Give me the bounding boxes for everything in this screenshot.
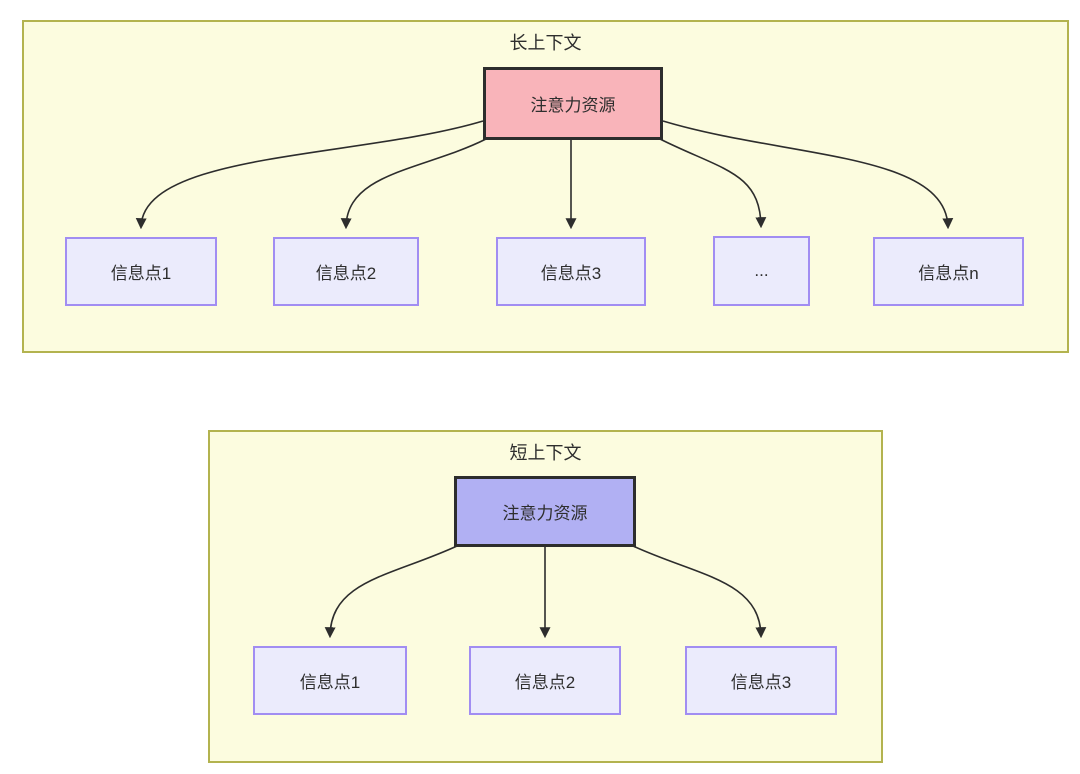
long-info-point-2-node: 信息点2	[273, 237, 419, 306]
long-info-point-1-node: 信息点1	[65, 237, 217, 306]
long-attention-resource-node: 注意力资源	[483, 67, 663, 140]
long-info-point-n-node: 信息点n	[873, 237, 1024, 306]
long-info-point-3-node: 信息点3	[496, 237, 646, 306]
long-info-point-ellipsis-node: ...	[713, 236, 810, 306]
short-info-point-2-node: 信息点2	[469, 646, 621, 715]
short-context-title: 短上下文	[509, 443, 582, 463]
short-attention-resource-node: 注意力资源	[454, 476, 636, 547]
short-info-point-3-node: 信息点3	[685, 646, 837, 715]
short-info-point-1-node: 信息点1	[253, 646, 407, 715]
long-context-title: 长上下文	[509, 33, 582, 53]
